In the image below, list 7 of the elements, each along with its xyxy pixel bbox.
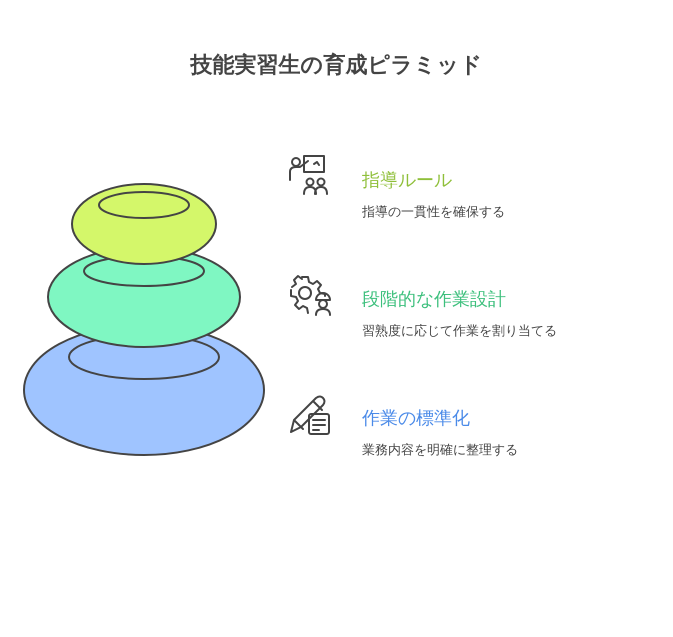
tier-heading: 段階的な作業設計	[362, 288, 506, 311]
tier-description: 指導の一貫性を確保する	[362, 204, 505, 221]
tier-heading: 指導ルール	[362, 169, 452, 192]
tier-heading: 作業の標準化	[362, 407, 470, 430]
tier-description: 業務内容を明確に整理する	[362, 442, 518, 459]
diagram-title: 技能実習生の育成ピラミッド	[189, 52, 484, 80]
tier-description: 習熟度に応じて作業を割り当てる	[362, 323, 557, 340]
